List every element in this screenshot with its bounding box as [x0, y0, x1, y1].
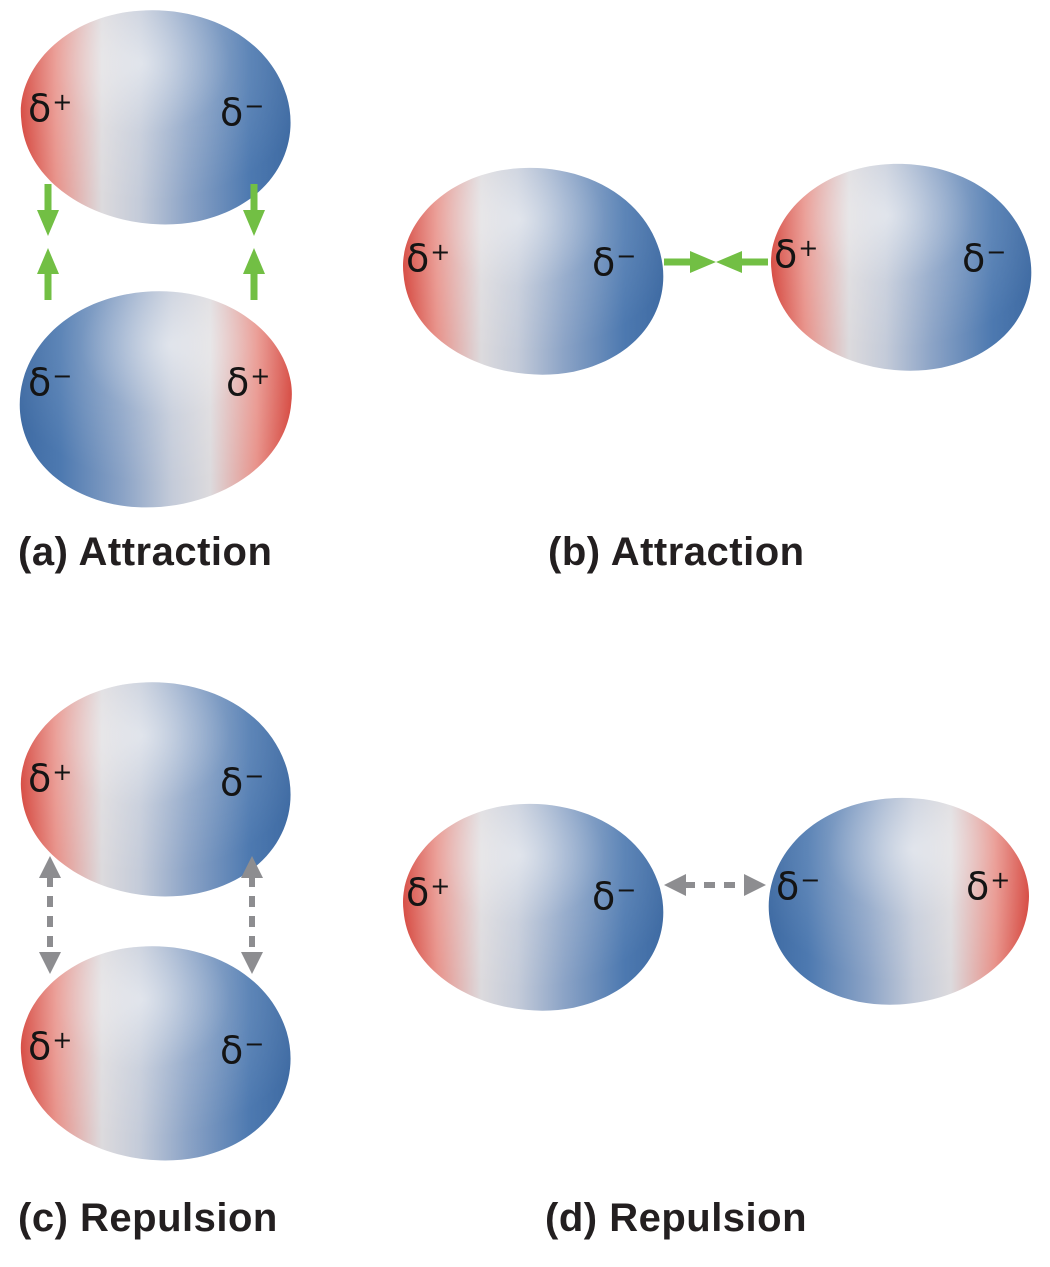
delta-plus-label: δ+: [28, 756, 73, 801]
delta-minus-label: δ−: [28, 360, 73, 405]
attraction-arrows-a-left: [37, 184, 59, 300]
attraction-arrows-a-right: [243, 184, 265, 300]
caption-d: (d) Repulsion: [545, 1196, 808, 1240]
caption-b: (b) Attraction: [548, 530, 805, 574]
delta-minus-label: δ−: [962, 236, 1007, 281]
delta-plus-label: δ+: [406, 236, 451, 281]
delta-plus-label: δ+: [406, 870, 451, 915]
delta-plus-label: δ+: [28, 1024, 73, 1069]
delta-minus-label: δ−: [592, 240, 637, 285]
repulsion-arrow-d: [664, 874, 766, 896]
attraction-arrows-b: [664, 251, 768, 273]
delta-minus-label: δ−: [592, 874, 637, 919]
delta-plus-label: δ+: [226, 360, 271, 405]
caption-a: (a) Attraction: [18, 530, 273, 574]
delta-minus-label: δ−: [220, 760, 265, 805]
delta-plus-label: δ+: [966, 864, 1011, 909]
delta-minus-label: δ−: [776, 864, 821, 909]
repulsion-arrow-c-left: [39, 856, 61, 974]
delta-minus-label: δ−: [220, 90, 265, 135]
delta-plus-label: δ+: [774, 232, 819, 277]
caption-c: (c) Repulsion: [18, 1196, 278, 1240]
repulsion-arrow-c-right: [241, 856, 263, 974]
delta-plus-label: δ+: [28, 86, 73, 131]
delta-minus-label: δ−: [220, 1028, 265, 1073]
